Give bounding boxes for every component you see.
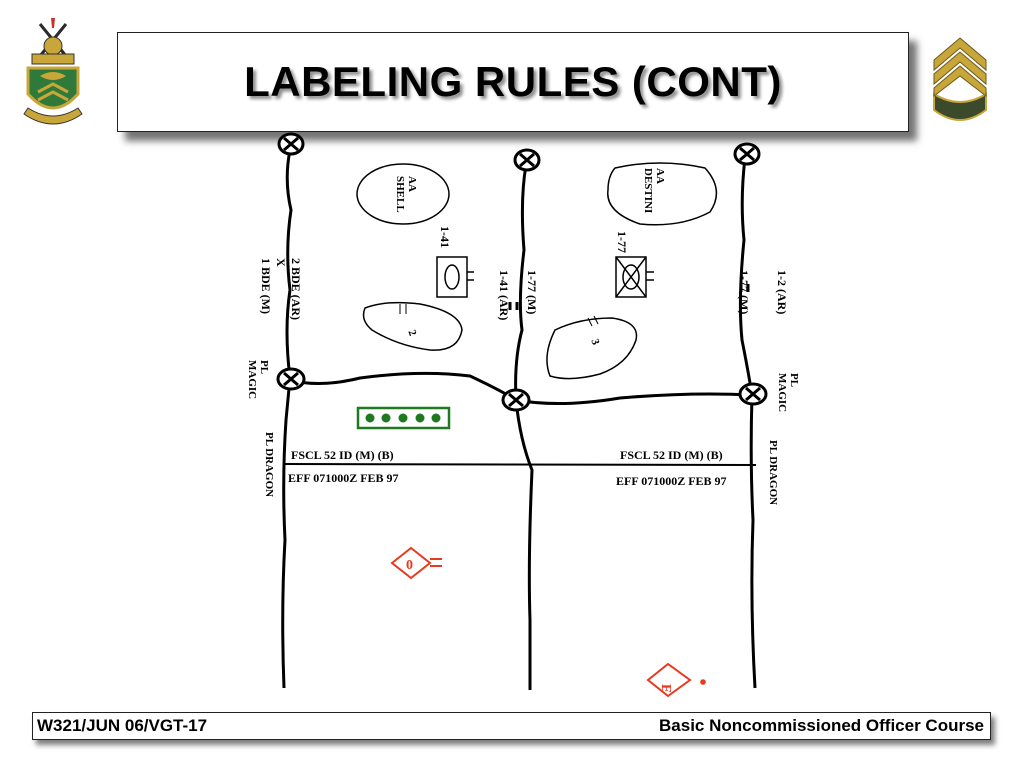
- objective-3-area: [546, 317, 638, 380]
- pl-dragon-left-label: PL DRAGON: [263, 432, 275, 498]
- right-boundary-line: [738, 157, 757, 689]
- armor-unit-symbol-icon: [436, 256, 474, 298]
- fscl-left-label: FSCL 52 ID (M) (B): [291, 448, 394, 462]
- pl-magic-left-label: PL MAGIC: [246, 360, 270, 399]
- staff-sergeant-insignia-icon: [933, 37, 987, 121]
- footer-course-code: W321/JUN 06/VGT-17: [37, 716, 208, 735]
- mid-boundary-label: 1-77 (M) 1-41 (AR): [490, 270, 546, 320]
- assembly-area-shell: [356, 163, 450, 225]
- battalion-boundary-ticks-icon: [739, 284, 750, 292]
- pl-magic-right-line2: MAGIC: [776, 373, 788, 413]
- fscl-right-label: FSCL 52 ID (M) (B): [620, 448, 723, 462]
- footer-course-name: Basic Noncommissioned Officer Course: [659, 716, 984, 735]
- symbol-0-label: 0: [406, 558, 413, 573]
- boundary-marker-icon: [501, 388, 531, 412]
- pl-magic-left-line2: MAGIC: [246, 360, 258, 400]
- aa-shell-label-line2: SHELL: [394, 176, 406, 213]
- left-boundary-line: [281, 149, 293, 689]
- eff-left-label: EFF 071000Z FEB 97: [288, 471, 399, 485]
- objective-2-label: 2: [405, 328, 418, 338]
- bde-boundary-label-top: 2 BDE (AR): [289, 258, 303, 320]
- pl-magic-right-line1: PL: [788, 373, 800, 388]
- right-boundary-label-bottom: 1-77 (M): [737, 270, 751, 315]
- mech-infantry-unit-symbol-icon: [615, 256, 654, 298]
- title-box: LABELING RULES (CONT): [117, 32, 909, 132]
- mid-boundary-label-top: 1-77 (M): [525, 270, 539, 315]
- boundary-marker-icon: [513, 148, 541, 172]
- aa-shell-label: AA SHELL: [394, 176, 418, 213]
- red-diamond-symbol-0-icon: [390, 546, 442, 580]
- boundary-marker-icon: [733, 142, 761, 166]
- footer-bar: W321/JUN 06/VGT-17 Basic Noncommissioned…: [32, 712, 991, 740]
- boundary-marker-icon: [277, 132, 305, 156]
- unit-1-41-label: 1-41: [438, 226, 452, 248]
- battalion-boundary-ticks-icon: [508, 302, 519, 310]
- mid-boundary-label-bottom: 1-41 (AR): [497, 270, 511, 321]
- pl-magic-right-label: PL MAGIC: [776, 373, 800, 412]
- boundary-marker-icon: [276, 367, 306, 391]
- pl-dragon-right-label: PL DRAGON: [767, 440, 779, 506]
- aa-destini-label: AA DESTINI: [642, 168, 666, 213]
- green-vehicle-column-icon: [356, 406, 451, 430]
- objective-2-area: [362, 301, 463, 351]
- boundary-marker-icon: [738, 382, 768, 406]
- red-diamond-symbol-e-icon: [646, 662, 706, 698]
- academy-crest-icon: [23, 18, 83, 125]
- bde-boundary-label-bottom: 1 BDE (M): [259, 258, 273, 314]
- assembly-area-destini: [607, 162, 718, 226]
- bde-boundary-label-x: X: [274, 258, 288, 267]
- slide-title: LABELING RULES (CONT): [244, 58, 782, 105]
- pl-magic-left-line1: PL: [258, 360, 270, 375]
- aa-destini-label-line1: AA: [654, 168, 666, 184]
- fscl-line: [283, 463, 757, 466]
- objective-3-label: 3: [588, 337, 601, 347]
- right-boundary-label-top: 1-2 (AR): [775, 270, 789, 315]
- middle-boundary-line: [514, 164, 534, 690]
- bde-boundary-label: 2 BDE (AR) X 1 BDE (M): [258, 258, 303, 320]
- unit-1-77-label: 1-77: [615, 231, 629, 253]
- aa-shell-label-line1: AA: [406, 176, 418, 192]
- right-boundary-label: 1-2 (AR) 1-77 (M): [725, 270, 801, 314]
- eff-right-label: EFF 071000Z FEB 97: [616, 474, 727, 488]
- aa-destini-label-line2: DESTINI: [642, 168, 654, 214]
- symbol-e-label: E: [658, 684, 673, 693]
